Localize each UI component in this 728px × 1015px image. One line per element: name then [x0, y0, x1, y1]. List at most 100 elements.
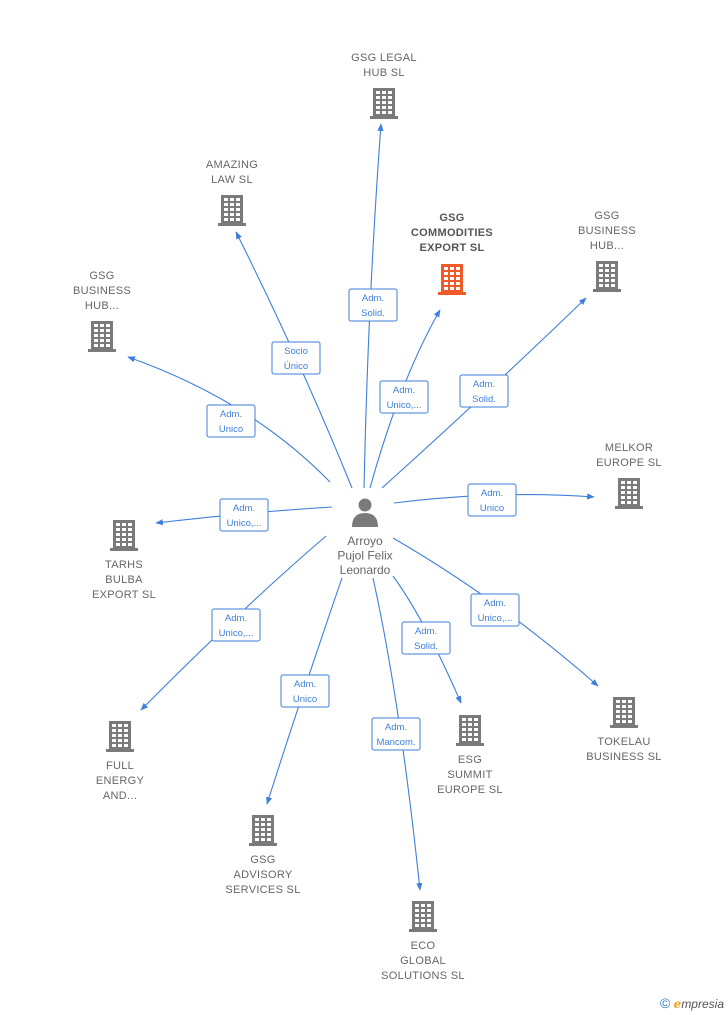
company-node-gsg-business-hub-left[interactable]: GSG BUSINESS HUB...	[73, 270, 131, 352]
edge-label-line: Adm.	[481, 488, 503, 499]
company-node-melkor-europe[interactable]: MELKOR EUROPE SL	[596, 442, 662, 509]
building-icon	[593, 261, 621, 292]
edge-label-box	[219, 498, 269, 532]
company-label-line: ENERGY	[96, 775, 145, 787]
building-icon	[110, 520, 138, 551]
edge-label-box	[379, 380, 429, 414]
company-label-line: COMMODITIES	[411, 227, 493, 239]
edge-label-line: Socio	[284, 346, 308, 357]
edge-tokelau-business: Adm.Unico,...	[392, 537, 599, 687]
edge-label-line: Unico,...	[219, 628, 254, 639]
company-label-line: BUSINESS	[578, 225, 636, 237]
building-icon	[409, 901, 437, 932]
company-label-line: BULBA	[105, 574, 143, 586]
edge-role-label[interactable]: Adm. Unico,...	[211, 608, 261, 642]
edge-label-line: Solid.	[472, 394, 496, 405]
edge-label-line: Unico	[219, 424, 243, 435]
company-label-line: ADVISORY	[233, 869, 292, 881]
company-label-line: HUB...	[85, 300, 119, 312]
edge-label-line: Unico	[480, 503, 504, 514]
company-label-line: GSG	[439, 212, 464, 224]
edge-label-line: Adm.	[225, 613, 247, 624]
edge-label-line: Unico	[293, 694, 317, 705]
building-icon	[456, 715, 484, 746]
edge-role-label[interactable]: Adm.Mancom.	[371, 717, 421, 751]
edge-label-line: Adm.	[362, 293, 384, 304]
edge-label-line: Unico,...	[227, 518, 262, 529]
edge-role-label[interactable]: Adm. Solid.	[459, 374, 509, 408]
building-icon	[106, 721, 134, 752]
company-node-amazing-law[interactable]: AMAZING LAW SL	[206, 159, 258, 226]
nodes-layer: GSG LEGAL HUB SL AMAZING LAW SL GSG COMMODITI…	[73, 52, 662, 982]
company-node-esg-summit-europe[interactable]: ESG SUMMIT EUROPE SL	[437, 715, 503, 796]
person-name-line: Arroyo	[347, 534, 383, 548]
building-icon	[370, 88, 398, 119]
edge-full-energy: Adm. Unico,...	[140, 535, 327, 711]
building-icon	[438, 264, 466, 295]
company-label-line: AND...	[103, 790, 137, 802]
company-label-line: AMAZING	[206, 159, 258, 171]
company-label-line: HUB SL	[363, 67, 405, 79]
edge-label-line: Adm.	[473, 379, 495, 390]
company-label-line: MELKOR	[605, 442, 653, 454]
company-label-line: ECO	[411, 940, 436, 952]
company-label-line: LAW SL	[211, 174, 253, 186]
edge-melkor-europe: Adm. Unico	[393, 483, 595, 517]
edge-label-box	[271, 341, 321, 375]
company-label-line: GSG	[250, 854, 275, 866]
company-label-line: BUSINESS	[73, 285, 131, 297]
edge-label-line: Adm.	[484, 598, 506, 609]
company-label-line: BUSINESS SL	[586, 751, 661, 763]
company-node-gsg-business-hub-right[interactable]: GSGBUSINESSHUB...	[578, 210, 636, 292]
edge-gsg-commodities-export: Adm.Unico,...	[369, 309, 441, 489]
footer-brand: © empresia	[660, 995, 724, 1011]
company-label-line: GLOBAL	[400, 955, 446, 967]
brand-name: mpresia	[681, 997, 724, 1011]
edge-role-label[interactable]: Adm. Solid.	[348, 288, 398, 322]
company-node-full-energy[interactable]: FULL ENERGY AND...	[96, 721, 145, 802]
edge-role-label[interactable]: Adm.Unico	[280, 674, 330, 708]
edge-label-line: Unico,...	[387, 400, 422, 411]
edge-role-label[interactable]: Adm. Unico,...	[219, 498, 269, 532]
company-label-line: GSG	[594, 210, 619, 222]
company-label-line: ESG	[458, 754, 482, 766]
company-label-line: FULL	[106, 760, 134, 772]
edge-role-label[interactable]: Adm.Unico,...	[379, 380, 429, 414]
edge-label-line: Solid.	[361, 308, 385, 319]
edge-gsg-business-hub-left: Adm.Unico	[127, 356, 331, 483]
edge-label-box	[401, 621, 451, 655]
edge-role-label[interactable]: Adm. Solid.	[401, 621, 451, 655]
company-label-line: GSG LEGAL	[351, 52, 417, 64]
edge-label-line: Solid.	[414, 641, 438, 652]
empresia-logo-icon: e	[673, 997, 682, 1011]
edge-role-label[interactable]: Adm. Unico	[467, 483, 517, 517]
company-label-line: GSG	[89, 270, 114, 282]
person-icon	[352, 498, 378, 527]
edge-label-line: Adm.	[415, 626, 437, 637]
edge-label-box	[280, 674, 330, 708]
edge-esg-summit-europe: Adm. Solid.	[392, 575, 462, 704]
person-name-line: Leonardo	[340, 563, 391, 577]
edge-label-line: Adm.	[233, 503, 255, 514]
company-label-line: EUROPE SL	[437, 784, 503, 796]
edge-gsg-legal-hub: Adm. Solid.	[348, 123, 398, 489]
company-label-line: EUROPE SL	[596, 457, 662, 469]
edge-label-box	[467, 483, 517, 517]
edge-gsg-advisory-services: Adm.Unico	[266, 577, 343, 805]
edge-role-label[interactable]: Adm.Unico,...	[470, 593, 520, 627]
edge-role-label[interactable]: Adm.Unico	[206, 404, 256, 438]
company-label-line: SUMMIT	[447, 769, 492, 781]
company-label-line: EXPORT SL	[92, 589, 156, 601]
edge-label-line: Mancom.	[376, 737, 415, 748]
building-icon	[249, 815, 277, 846]
company-node-gsg-legal-hub[interactable]: GSG LEGAL HUB SL	[351, 52, 417, 119]
building-icon	[610, 697, 638, 728]
